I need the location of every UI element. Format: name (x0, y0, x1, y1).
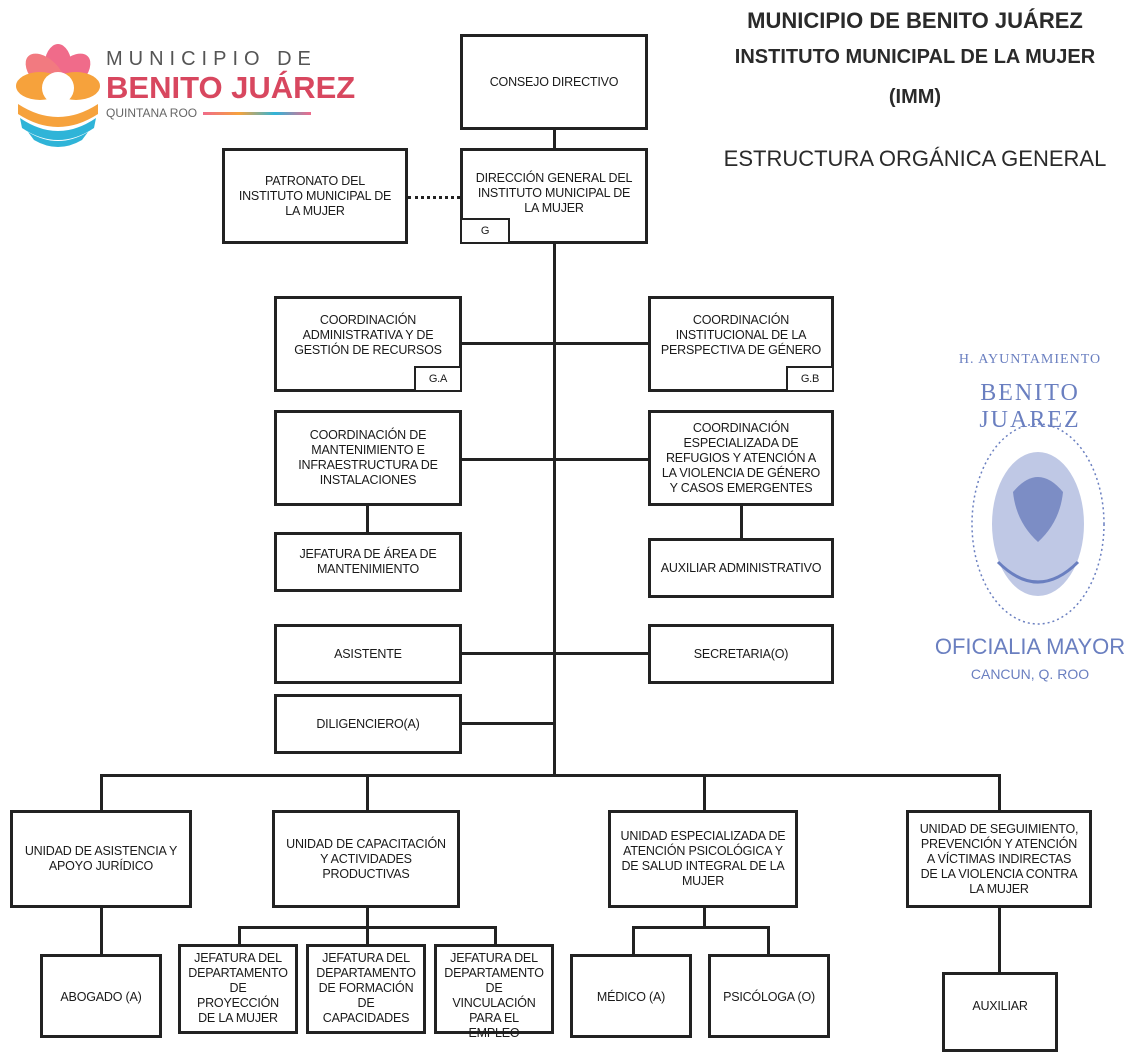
box-coord-genero: COORDINACIÓN INSTITUCIONAL DE LA PERSPEC… (648, 296, 834, 392)
connector-unit3 (703, 774, 706, 812)
box-diligenciero: DILIGENCIERO(A) (274, 694, 462, 754)
connector-diligenciero (462, 722, 555, 725)
main-spine (553, 244, 556, 776)
logo-petals (16, 44, 100, 147)
seal-eagle-icon (971, 423, 1105, 625)
connector-consejo-direccion (553, 128, 556, 150)
box-unidad-capacitacion: UNIDAD DE CAPACITACIÓN Y ACTIVIDADES PRO… (272, 810, 460, 908)
connector-capacitacion-down (366, 906, 369, 928)
connector-salud-bar (632, 926, 770, 929)
connector-coord-row2 (462, 458, 648, 461)
connector-psicologa (767, 926, 770, 956)
connector-medico (632, 926, 635, 956)
logo-line2: BENITO JUÁREZ (106, 70, 356, 105)
box-jef-formacion: JEFATURA DEL DEPARTAMENTO DE FORMACIÓN D… (306, 944, 426, 1034)
connector-refugios-aux (740, 504, 743, 538)
box-auxiliar-administrativo: AUXILIAR ADMINISTRATIVO (648, 538, 834, 598)
box-patronato: PATRONATO DEL INSTITUTO MUNICIPAL DE LA … (222, 148, 408, 244)
coord-genero-label: COORDINACIÓN INSTITUCIONAL DE LA PERSPEC… (660, 313, 822, 357)
box-direccion-general: DIRECCIÓN GENERAL DEL INSTITUTO MUNICIPA… (460, 148, 648, 244)
seal-top1: H. AYUNTAMIENTO (958, 352, 1102, 367)
logo-stripe (203, 111, 312, 115)
title-line2: INSTITUTO MUNICIPAL DE LA MUJER (734, 46, 1096, 68)
box-medico: MÉDICO (A) (570, 954, 692, 1038)
connector-unit4 (998, 774, 1001, 812)
box-asistente: ASISTENTE (274, 624, 462, 684)
title-line1: MUNICIPIO DE BENITO JUÁREZ (747, 8, 1083, 33)
coord-admin-label: COORDINACIÓN ADMINISTRATIVA Y DE GESTIÓN… (294, 313, 442, 357)
code-ga: G.A (414, 366, 462, 392)
dotted-connector-patronato (408, 196, 460, 199)
box-unidad-juridico: UNIDAD DE ASISTENCIA Y APOYO JURÍDICO (10, 810, 192, 908)
connector-units-bar (100, 774, 1000, 777)
box-psicologa: PSICÓLOGA (O) (708, 954, 830, 1038)
box-jef-proyeccion: JEFATURA DEL DEPARTAMENTO DE PROYECCIÓN … (178, 944, 298, 1034)
connector-juridico-abogado (100, 906, 103, 956)
seal-bottom2: CANCUN, Q. ROO (970, 666, 1090, 682)
connector-psicologica-down (703, 906, 706, 928)
box-jef-vinculacion: JEFATURA DEL DEPARTAMENTO DE VINCULACIÓN… (434, 944, 554, 1040)
box-secretaria: SECRETARIA(O) (648, 624, 834, 684)
box-auxiliar: AUXILIAR (942, 972, 1058, 1052)
connector-unit2 (366, 774, 369, 812)
box-jefatura-mantenimiento: JEFATURA DE ÁREA DE MANTENIMIENTO (274, 532, 462, 592)
direccion-label: DIRECCIÓN GENERAL DEL INSTITUTO MUNICIPA… (475, 171, 633, 215)
connector-jef2 (366, 926, 369, 946)
box-coord-refugios: COORDINACIÓN ESPECIALIZADA DE REFUGIOS Y… (648, 410, 834, 506)
box-abogado: ABOGADO (A) (40, 954, 162, 1038)
connector-mant-jef (366, 504, 369, 534)
logo-line3: QUINTANA ROO (106, 106, 198, 120)
box-coord-administrativa: COORDINACIÓN ADMINISTRATIVA Y DE GESTIÓN… (274, 296, 462, 392)
connector-jef3 (494, 926, 497, 946)
municipio-logo-icon (16, 44, 100, 147)
code-gb: G.B (786, 366, 834, 392)
title-line3: (IMM) (888, 86, 942, 108)
connector-coord-row1 (462, 342, 648, 345)
connector-seguimiento-aux (998, 906, 1001, 974)
seal-bottom1: OFICIALIA MAYOR (934, 634, 1126, 659)
page-subtitle: ESTRUCTURA ORGÁNICA GENERAL (723, 146, 1107, 171)
box-coord-mantenimiento: COORDINACIÓN DE MANTENIMIENTO E INFRAEST… (274, 410, 462, 506)
logo-wordmark: MUNICIPIO DE BENITO JUÁREZ QUINTANA ROO (106, 48, 355, 120)
box-unidad-seguimiento: UNIDAD DE SEGUIMIENTO, PREVENCIÓN Y ATEN… (906, 810, 1092, 908)
box-consejo-directivo: CONSEJO DIRECTIVO (460, 34, 648, 130)
logo-line1: MUNICIPIO DE (106, 48, 317, 70)
code-g: G (460, 218, 510, 244)
official-seal: H. AYUNTAMIENTO BENITO JUAREZ OFICIALIA … (930, 352, 1130, 692)
box-unidad-psicologica: UNIDAD ESPECIALIZADA DE ATENCIÓN PSICOLÓ… (608, 810, 798, 908)
seal-top2: BENITO JUAREZ (979, 380, 1081, 433)
connector-unit1 (100, 774, 103, 812)
connector-asist-secre (462, 652, 648, 655)
connector-jef1 (238, 926, 241, 946)
